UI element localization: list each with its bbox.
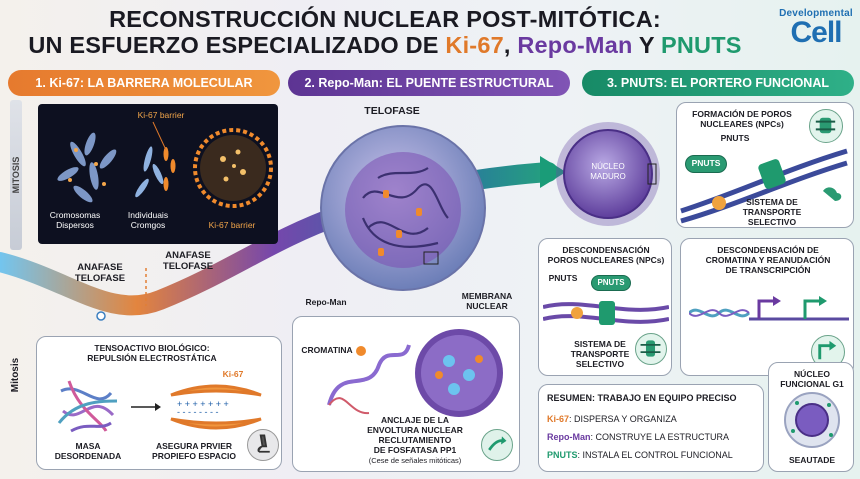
svg-text:+ + + + + + +: + + + + + + + xyxy=(177,399,229,409)
pore-formation-box: FORMACIÓN DE POROS NUCLEARES (NPCs) PNUT… xyxy=(676,102,854,228)
title-pnuts: PNUTS xyxy=(661,32,742,58)
chromosome-micrograph xyxy=(57,121,273,208)
mitosis-bottom-side-label: Mitosis xyxy=(10,357,21,393)
disordered-mass-label: MASA DESORDENADA xyxy=(54,441,122,461)
summary-row-pnuts: PNUTS: INSTALA EL CONTROL FUNCIONAL xyxy=(547,449,733,461)
telofase-label: TELOFASE xyxy=(364,105,420,117)
section-1-header: 1. Ki-67: LA BARRERA MOLECULAR xyxy=(8,70,280,96)
summary-text-pnuts: : INSTALA EL CONTROL FUNCIONAL xyxy=(577,450,733,460)
title-line-2: UN ESFUERZO ESPECIALIZADO DE Ki-67, Repo… xyxy=(0,32,770,58)
title-repoman: Repo-Man xyxy=(517,32,633,58)
transcription-diagram xyxy=(689,296,849,321)
mitosis-side-label: MITOSIS xyxy=(11,156,21,194)
summary-text-repoman: : CONSTRUYE LA ESTRUCTURA xyxy=(590,432,730,442)
nuclear-membrane-label: MEMBRANA NUCLEAR xyxy=(461,291,513,311)
mature-nucleus-label: NÚCLEO MADURO xyxy=(590,162,626,181)
title-sep-2: Y xyxy=(632,32,662,58)
pnuts-bubble-2: PNUTS xyxy=(591,275,631,291)
pnuts-label-small-2: PNUTS xyxy=(548,273,578,283)
chromatin-label: CROMATINA xyxy=(301,345,353,355)
g1-caption: SEAUTADE xyxy=(788,455,836,465)
pnuts-label-small: PNUTS xyxy=(720,133,750,143)
journal-logo-line-2: Cell xyxy=(790,16,842,49)
section-2-header: 2. Repo-Man: EL PUENTE ESTRUCTURAL xyxy=(288,70,570,96)
anchoring-note: (Cese de señales mitóticas) xyxy=(368,456,462,465)
transport-label-1: SISTEMA DE TRANSPORTE SELECTIVO xyxy=(742,197,802,227)
summary-row-repoman: Repo-Man: CONSTRUYE LA ESTRUCTURA xyxy=(547,431,729,443)
summary-row-ki67: Ki-67: DISPERSA Y ORGANIZA xyxy=(547,413,677,425)
transport-label-2: SISTEMA DE TRANSPORTE SELECTIVO xyxy=(570,339,630,369)
page-title: RECONSTRUCCIÓN NUCLEAR POST-MITÓTICA: UN… xyxy=(0,6,770,58)
individual-chromosomes-label: Individuais Cromgos xyxy=(127,210,169,230)
micrograph-panel: Ki-67 barrier Ki-67 barrier Cromosomas D… xyxy=(38,104,278,244)
g1-nucleus-box: NÚCLEO FUNCIONAL G1 SEAUTADE xyxy=(768,362,854,472)
recruitment-arrow-icon xyxy=(481,429,513,461)
title-ki67: Ki-67 xyxy=(445,32,504,58)
title-line-1: RECONSTRUCCIÓN NUCLEAR POST-MITÓTICA: xyxy=(109,6,661,32)
g1-cell xyxy=(784,392,840,448)
summary-name-ki67: Ki-67 xyxy=(547,414,570,424)
pore-complex-icon xyxy=(809,109,843,143)
summary-text-ki67: : DISPERSA Y ORGANIZA xyxy=(569,414,677,424)
decondensation-pores-title: DESCONDENSACIÓN POROS NUCLEARES (NPCs) xyxy=(547,245,665,265)
summary-name-repoman: Repo-Man xyxy=(547,432,591,442)
repulsion-diagram: + + + + + + + - - - - - - - - xyxy=(57,380,262,433)
journal-logo: Developmental Cell xyxy=(776,8,856,49)
g1-nucleus-title: NÚCLEO FUNCIONAL G1 xyxy=(780,369,844,389)
anafase-telofase-label-1: ANAFASE TELOFASE xyxy=(74,262,126,284)
surfactant-box: TENSOACTIVO BIOLÓGICO: REPULSIÓN ELECTRO… xyxy=(36,336,282,470)
chromatin-decondensation-box: DESCONDENSACIÓN DE CROMATINA Y REANUDACI… xyxy=(680,238,854,376)
pore-membrane-diagram xyxy=(680,148,848,224)
surfactant-title: TENSOACTIVO BIOLÓGICO: REPULSIÓN ELECTRO… xyxy=(87,343,217,363)
repoman-label: Repo-Man xyxy=(305,297,347,307)
ki67-barrier-label-top: Ki-67 barrier xyxy=(137,110,185,120)
telophase-cell xyxy=(320,125,486,291)
summary-name-pnuts: PNUTS xyxy=(547,450,578,460)
journal-logo-line-1: Developmental xyxy=(779,8,853,19)
title-prefix: UN ESFUERZO ESPECIALIZADO DE xyxy=(28,32,446,58)
chromatin-decondensation-title: DESCONDENSACIÓN DE CROMATINA Y REANUDACI… xyxy=(705,245,831,275)
anchoring-label: ANCLAJE DE LA ENVOLTURA NUCLEAR RECLUTAM… xyxy=(367,415,463,455)
dispersed-chromosomes-label: Cromosomas Dispersos xyxy=(49,210,101,230)
pore-membrane-diagram-2 xyxy=(543,301,669,325)
title-sep-1: , xyxy=(503,32,518,58)
decondensation-pores-box: DESCONDENSACIÓN POROS NUCLEARES (NPCs) P… xyxy=(538,238,672,376)
pore-formation-title: FORMACIÓN DE POROS NUCLEARES (NPCs) xyxy=(692,109,792,129)
microscope-icon xyxy=(247,429,279,461)
pnuts-bubble-1: PNUTS xyxy=(685,155,727,173)
anafase-telofase-label-2: ANAFASE TELOFASE xyxy=(162,250,214,272)
summary-box: RESUMEN: TRABAJO EN EQUIPO PRECISO Ki-67… xyxy=(538,384,764,472)
summary-title: RESUMEN: TRABAJO EN EQUIPO PRECISO xyxy=(547,393,737,403)
ki67-surfactant-label: Ki-67 xyxy=(222,369,244,379)
mitosis-side-bar xyxy=(10,100,22,250)
pore-channel-icon xyxy=(635,333,667,365)
chromatin-diagram xyxy=(327,329,503,417)
svg-text:- - - - - - - -: - - - - - - - - xyxy=(177,407,218,417)
section-3-header: 3. PNUTS: EL PORTERO FUNCIONAL xyxy=(582,70,854,96)
own-space-label: ASEGURA PRVIER PROPIEFO ESPACIO xyxy=(152,441,236,461)
chromatin-anchor-box: CROMATINA ANCLAJE DE LA ENVOLTURA NUCLEA… xyxy=(292,316,520,472)
mature-nucleus xyxy=(556,122,660,226)
ki67-barrier-label-bottom: Ki-67 barrier xyxy=(208,220,256,230)
